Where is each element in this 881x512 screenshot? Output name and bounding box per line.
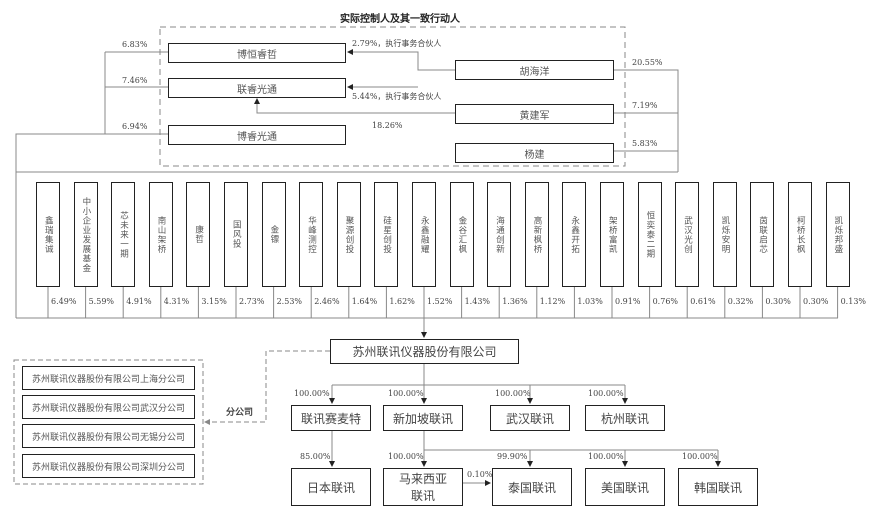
- shareholder-box: 中小企业发展基金: [73, 182, 98, 287]
- branch-shenzhen: 苏州联讯仪器股份有限公司深圳分公司: [22, 454, 195, 478]
- sub-pct: 85.00%: [300, 452, 331, 461]
- sub-pct: 99.90%: [497, 452, 528, 461]
- shareholder-box: 茵联启芯: [750, 182, 775, 287]
- shareholder-box: 硅星创投: [374, 182, 399, 287]
- shareholder-pct: 1.43%: [464, 297, 491, 306]
- branch-label: 分公司: [226, 408, 254, 418]
- shareholder-box: 鑫瑞集诚: [36, 182, 60, 287]
- shareholder-box: 海通创新: [487, 182, 512, 287]
- shareholder-box: 芯未来一期: [111, 182, 136, 287]
- sub-thailand: 泰国联讯: [492, 468, 572, 506]
- sub-japan: 日本联讯: [291, 468, 371, 506]
- branch-wuxi: 苏州联讯仪器股份有限公司无锡分公司: [22, 424, 195, 448]
- sub-pct: 100.00%: [682, 452, 718, 461]
- shareholder-box: 永鑫开拓: [562, 182, 587, 287]
- entity-pct: 6.83%: [122, 40, 148, 49]
- sub-hangzhou: 杭州联讯: [585, 405, 665, 431]
- shareholder-pct: 1.52%: [427, 297, 453, 306]
- shareholder-box: 金谷汇枫: [449, 182, 474, 287]
- entity-pct: 7.46%: [122, 76, 148, 85]
- sub-korea: 韩国联讯: [678, 468, 758, 506]
- sub-malaysia: 马来西亚联讯: [383, 468, 463, 506]
- controller-group-title: 实际控制人及其一致行动人: [340, 14, 460, 25]
- person-pct: 7.19%: [632, 101, 658, 110]
- holding-link-label: 18.26%: [372, 121, 403, 130]
- malaysia-thailand-pct: 0.10%: [467, 470, 493, 479]
- shareholder-pct: 0.91%: [615, 297, 641, 306]
- sub-singapore: 新加坡联讯: [383, 405, 463, 431]
- gp-link-label: 5.44%，执行事务合伙人: [352, 92, 442, 101]
- shareholder-box: 国风投: [224, 182, 248, 287]
- sub-pct: 100.00%: [388, 452, 424, 461]
- shareholder-box: 架桥富凯: [600, 182, 624, 287]
- shareholder-pct: 0.13%: [840, 297, 867, 306]
- shareholder-box: 南山架桥: [148, 182, 173, 287]
- shareholder-pct: 2.53%: [276, 297, 303, 306]
- shareholder-pct: 2.46%: [314, 297, 340, 306]
- shareholder-pct: 5.59%: [88, 297, 115, 306]
- sub-pct: 100.00%: [588, 452, 624, 461]
- shareholder-pct: 0.76%: [652, 297, 679, 306]
- shareholder-box: 恒奕泰二期: [637, 182, 662, 287]
- shareholder-pct: 1.03%: [577, 297, 603, 306]
- shareholder-pct: 0.61%: [690, 297, 716, 306]
- shareholder-pct: 2.73%: [239, 297, 265, 306]
- shareholder-box: 武汉光创: [675, 182, 700, 287]
- shareholder-box: 永鑫融耀: [412, 182, 436, 287]
- person-huang-jianjun: 黄建军: [455, 104, 614, 124]
- shareholder-pct: 0.32%: [727, 297, 754, 306]
- company-box: 苏州联讯仪器股份有限公司: [330, 339, 519, 364]
- shareholder-pct: 6.49%: [51, 297, 77, 306]
- shareholder-pct: 1.64%: [351, 297, 378, 306]
- branch-shanghai: 苏州联讯仪器股份有限公司上海分公司: [22, 366, 195, 390]
- shareholder-box: 康哲: [186, 182, 211, 287]
- person-pct: 20.55%: [632, 58, 663, 67]
- shareholder-pct: 3.15%: [201, 297, 227, 306]
- shareholder-box: 凯烁邦盛: [825, 182, 850, 287]
- sub-pct: 100.00%: [495, 389, 531, 398]
- entity-pct: 6.94%: [122, 122, 148, 131]
- shareholder-box: 华峰测控: [299, 182, 324, 287]
- shareholder-box: 金镖: [261, 182, 286, 287]
- shareholder-box: 聚源创投: [336, 182, 361, 287]
- entity-borui-guangtong: 博睿光通: [168, 125, 346, 145]
- entity-lianrui-guangtong: 联睿光通: [168, 78, 346, 98]
- branch-wuhan: 苏州联讯仪器股份有限公司武汉分公司: [22, 395, 195, 419]
- gp-link-label: 2.79%，执行事务合伙人: [352, 39, 442, 48]
- shareholder-pct: 0.30%: [803, 297, 829, 306]
- sub-lianxun-saimaite: 联讯赛麦特: [291, 405, 371, 431]
- shareholder-pct: 1.12%: [539, 297, 566, 306]
- sub-usa: 美国联讯: [585, 468, 665, 506]
- shareholder-pct: 4.91%: [126, 297, 152, 306]
- sub-pct: 100.00%: [388, 389, 424, 398]
- entity-boheng-ruizhe: 博恒睿哲: [168, 43, 346, 63]
- sub-wuhan: 武汉联讯: [490, 405, 570, 431]
- shareholder-pct: 1.62%: [389, 297, 415, 306]
- sub-pct: 100.00%: [294, 389, 330, 398]
- shareholder-box: 柯桥长枫: [788, 182, 812, 287]
- person-yang-jian: 杨建: [455, 143, 614, 163]
- person-pct: 5.83%: [632, 139, 658, 148]
- sub-pct: 100.00%: [588, 389, 624, 398]
- person-hu-haiyang: 胡海洋: [455, 60, 614, 80]
- shareholder-pct: 1.36%: [502, 297, 528, 306]
- shareholder-pct: 0.30%: [765, 297, 791, 306]
- shareholder-box: 高新枫桥: [524, 182, 549, 287]
- shareholder-box: 凯烁安明: [712, 182, 737, 287]
- shareholder-pct: 4.31%: [163, 297, 190, 306]
